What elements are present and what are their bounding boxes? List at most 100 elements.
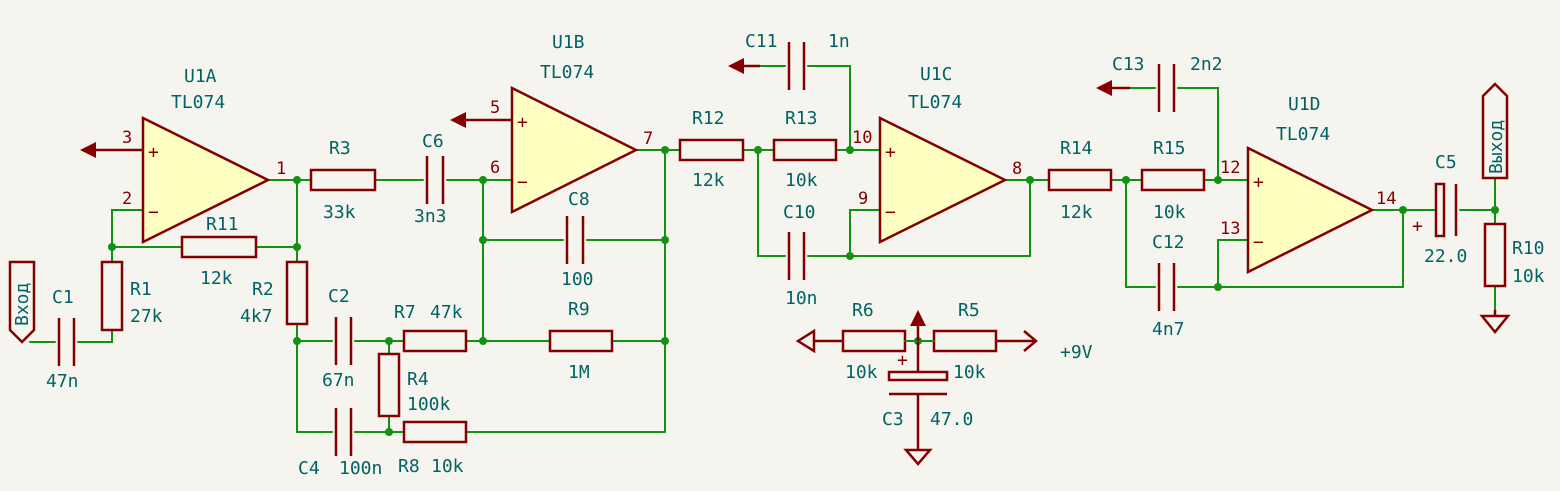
junction [754,146,762,154]
resistor-r8[interactable]: R8 10k [398,420,468,477]
resistor-r3[interactable]: R3 33k [309,138,377,223]
resistor-r9[interactable]: R9 1M [548,299,614,383]
resistor-body [377,352,401,418]
junction [479,337,487,345]
resistor-body [1047,168,1113,192]
component-value: TL074 [908,92,962,113]
pin-number: 12 [1220,158,1240,178]
component-value: 67n [322,370,355,391]
opamp-plus: + [1253,172,1264,193]
component-value: 100k [407,394,451,415]
pin-number: 1 [276,159,286,179]
component-value: 12k [200,268,233,289]
resistor-r6[interactable]: R6 10k [841,300,907,383]
capacitor-c11[interactable]: C11 1n [745,31,850,90]
junction [1122,176,1130,184]
component-ref: R2 [252,279,274,300]
opamp-minus: − [517,172,528,193]
component-ref: R14 [1060,138,1093,159]
opamp-plus: + [885,142,896,163]
resistor-r5[interactable]: R5 10k [932,300,998,383]
resistor-r15[interactable]: R15 10k [1140,138,1206,223]
resistor-r11[interactable]: R11 12k [180,214,258,289]
opamp-u1c[interactable]: + − 10 9 8 U1C TL074 [852,64,1022,245]
resistor-r4[interactable]: R4 100k [377,352,451,418]
capacitor-c1[interactable]: C1 47n [46,287,79,392]
junction [1214,176,1222,184]
component-value: 27k [130,306,163,327]
component-ref: C1 [52,287,74,308]
component-ref: C13 [1112,54,1145,75]
junction [661,146,669,154]
opamp-body [510,85,639,215]
resistor-r10[interactable]: R10 10k [1483,222,1545,288]
resistor-r12[interactable]: R12 12k [678,108,745,191]
capacitor-c12[interactable]: C12 4n7 [1152,232,1185,340]
pin-number: 2 [122,189,132,209]
junction [293,243,301,251]
junction [479,176,487,184]
component-value: 2n2 [1190,54,1223,75]
opamp-u1d[interactable]: + − 12 13 14 U1D TL074 [1220,94,1396,275]
pin-number: 14 [1376,189,1396,209]
component-value: 100 [561,269,594,290]
resistor-r2[interactable]: R2 4k7 [240,260,309,327]
wire-u1a-minus [111,209,144,248]
component-value: TL074 [171,92,225,113]
junction [479,236,487,244]
component-ref: R10 [1512,238,1545,259]
opamp-u1b[interactable]: + − 5 6 7 U1B TL074 [482,32,653,215]
opamp-u1a[interactable]: + − 3 2 1 U1A TL074 [112,66,286,245]
ground-icon [903,448,933,466]
component-value: 3n3 [414,206,447,227]
opamp-body [141,115,271,245]
junction [293,337,301,345]
component-ref: C8 [568,189,590,210]
output-label: Выход [1486,120,1507,174]
component-ref: U1D [1288,94,1321,115]
ref-arrow-icon [450,112,482,128]
ref-arrow-icon [728,58,760,74]
component-ref: C11 [745,31,778,52]
resistor-r1[interactable]: R1 27k [100,260,163,332]
component-value: 10k [1153,202,1186,223]
component-ref: R7 [394,302,416,323]
resistor-body [402,329,468,353]
ref-arrow-icon [80,142,112,158]
capacitor-c8[interactable]: C8 100 [561,189,594,290]
junction [108,243,116,251]
output-port[interactable]: Выход [1481,82,1509,180]
component-ref: U1B [552,32,585,53]
capacitor-c2[interactable]: C2 67n [322,286,355,391]
capacitor-c6[interactable]: C6 3n3 [414,131,447,227]
capacitor-c13[interactable]: C13 2n2 [1112,54,1223,112]
component-ref: R1 [130,279,152,300]
component-ref: R13 [785,108,818,129]
component-ref: U1C [920,64,953,85]
resistor-r14[interactable]: R14 12k [1047,138,1113,223]
component-value: 10k [953,362,986,383]
component-value: TL074 [1276,124,1330,145]
pin-number: 10 [852,128,872,148]
input-label: Вход [12,283,33,326]
input-port[interactable]: Вход [8,260,36,344]
wire-c11-right [807,65,851,151]
junctions [108,146,1499,436]
junction [846,252,854,260]
capacitor-c3[interactable]: + C3 47.0 [882,341,973,450]
ground-left-arrow-icon [795,328,843,354]
resistor-body [678,138,745,162]
capacitor-c4[interactable]: C4 100n [298,408,382,479]
component-ref: R11 [206,214,239,235]
capacitor-c10[interactable]: C10 10n [783,202,818,309]
resistor-r13[interactable]: R13 10k [772,108,838,191]
component-ref: U1A [184,66,217,87]
resistor-r7[interactable]: R7 47k [394,302,468,353]
capacitor-c5[interactable]: + C5 22.0 [1412,152,1467,267]
opamp-body [1246,145,1375,275]
capacitor-plate-polar [1434,182,1446,238]
junction [385,337,393,345]
component-ref: R6 [852,300,874,321]
ref-arrow-icon [910,310,926,341]
component-ref: C6 [422,131,444,152]
